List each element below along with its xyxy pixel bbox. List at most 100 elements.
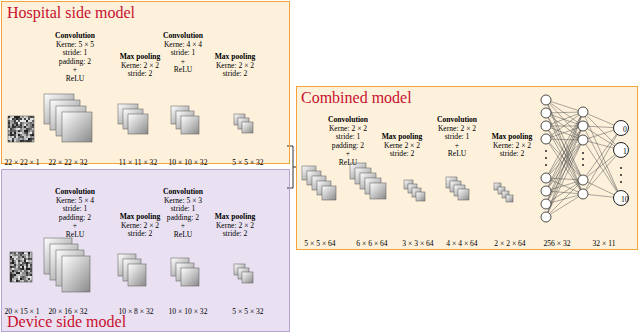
ellipsis-dot [545, 164, 547, 166]
image-pixel [24, 124, 26, 126]
image-pixel [26, 278, 28, 280]
label-holder: Max pooling [120, 45, 161, 63]
image-pixel [10, 124, 12, 126]
neuron-label: 0 [623, 126, 627, 134]
image-pixel [10, 280, 12, 282]
image-pixel [30, 254, 32, 256]
image-pixel [32, 138, 34, 140]
image-pixel [20, 274, 22, 276]
label-holder: 22 × 22 × 32 [49, 151, 88, 169]
dimension-label: 22 × 22 × 32 [49, 159, 88, 168]
image-pixel [18, 278, 20, 280]
layer-label: ReLU [174, 231, 193, 240]
image-border [8, 116, 34, 142]
layer-label: Max pooling [382, 133, 423, 142]
image-pixel [16, 258, 18, 260]
image-pixel [8, 140, 10, 142]
image-pixel [18, 270, 20, 272]
layer-label: stride: 2 [223, 70, 248, 79]
image-pixel [20, 120, 22, 122]
image-pixel [24, 262, 26, 264]
image-pixel [18, 116, 20, 118]
image-pixel [30, 268, 32, 270]
image-pixel [32, 136, 34, 138]
image-pixel [22, 122, 24, 124]
image-pixel [18, 140, 20, 142]
image-pixel [18, 268, 20, 270]
image-pixel [14, 124, 16, 126]
image-pixel [30, 118, 32, 120]
layer-label: padding: 2 [332, 142, 364, 151]
image-pixel [16, 136, 18, 138]
image-pixel [12, 252, 14, 254]
image-pixel [16, 252, 18, 254]
label-holder: Max pooling [492, 125, 533, 143]
image-pixel [28, 130, 30, 132]
image-pixel [8, 118, 10, 120]
image-pixel [18, 264, 20, 266]
panel-title: Combined model [301, 89, 412, 106]
layer-label: Convolution [328, 116, 368, 125]
dense-connection [551, 114, 579, 124]
image-pixel [16, 128, 18, 130]
ellipsis-dot [582, 158, 584, 160]
image-pixel [12, 130, 14, 132]
image-pixel [12, 124, 14, 126]
image-pixel [24, 118, 26, 120]
image-pixel [12, 268, 14, 270]
image-pixel [22, 270, 24, 272]
image-pixel [10, 122, 12, 124]
image-pixel [30, 260, 32, 262]
ellipsis-dot [582, 164, 584, 166]
image-pixel [28, 136, 30, 138]
image-pixel [24, 126, 26, 128]
layer-label: + [181, 58, 185, 67]
dense-connection [588, 141, 613, 148]
label-holder: Max pooling [215, 45, 256, 63]
image-pixel [26, 266, 28, 268]
ellipsis-dot [545, 150, 547, 152]
image-pixel [14, 128, 16, 130]
ellipsis-dot [620, 174, 622, 176]
image-pixel [22, 262, 24, 264]
image-pixel [24, 280, 26, 282]
image-pixel [8, 120, 10, 122]
image-pixel [30, 134, 32, 136]
hidden-neuron [578, 135, 588, 145]
image-pixel [20, 254, 22, 256]
image-pixel [8, 128, 10, 130]
image-pixel [26, 258, 28, 260]
label-holder: Convolution [163, 180, 203, 198]
image-pixel [22, 120, 24, 122]
image-pixel [24, 260, 26, 262]
image-pixel [14, 256, 16, 258]
image-pixel [14, 126, 16, 128]
image-pixel [28, 118, 30, 120]
image-pixel [12, 280, 14, 282]
image-pixel [12, 116, 14, 118]
feature-map [128, 264, 146, 286]
image-pixel [26, 276, 28, 278]
image-pixel [16, 126, 18, 128]
hidden-neuron [578, 107, 588, 117]
image-pixel [14, 260, 16, 262]
layer-label: stride: 1 [171, 49, 196, 58]
image-pixel [16, 124, 18, 126]
image-pixel [32, 132, 34, 134]
image-pixel [10, 136, 12, 138]
image-pixel [12, 122, 14, 124]
label-holder: 10 × 10 × 32 [169, 151, 208, 169]
image-pixel [16, 130, 18, 132]
ellipsis-dot [620, 167, 622, 169]
image-pixel [20, 122, 22, 124]
feature-map [506, 195, 513, 202]
image-pixel [20, 278, 22, 280]
image-pixel [20, 276, 22, 278]
dimension-label: 10 × 10 × 32 [169, 159, 208, 168]
image-pixel [12, 254, 14, 256]
layer-label: Convolution [437, 116, 477, 125]
layer-label: Convolution [55, 32, 95, 41]
image-pixel [12, 270, 14, 272]
image-pixel [18, 276, 20, 278]
